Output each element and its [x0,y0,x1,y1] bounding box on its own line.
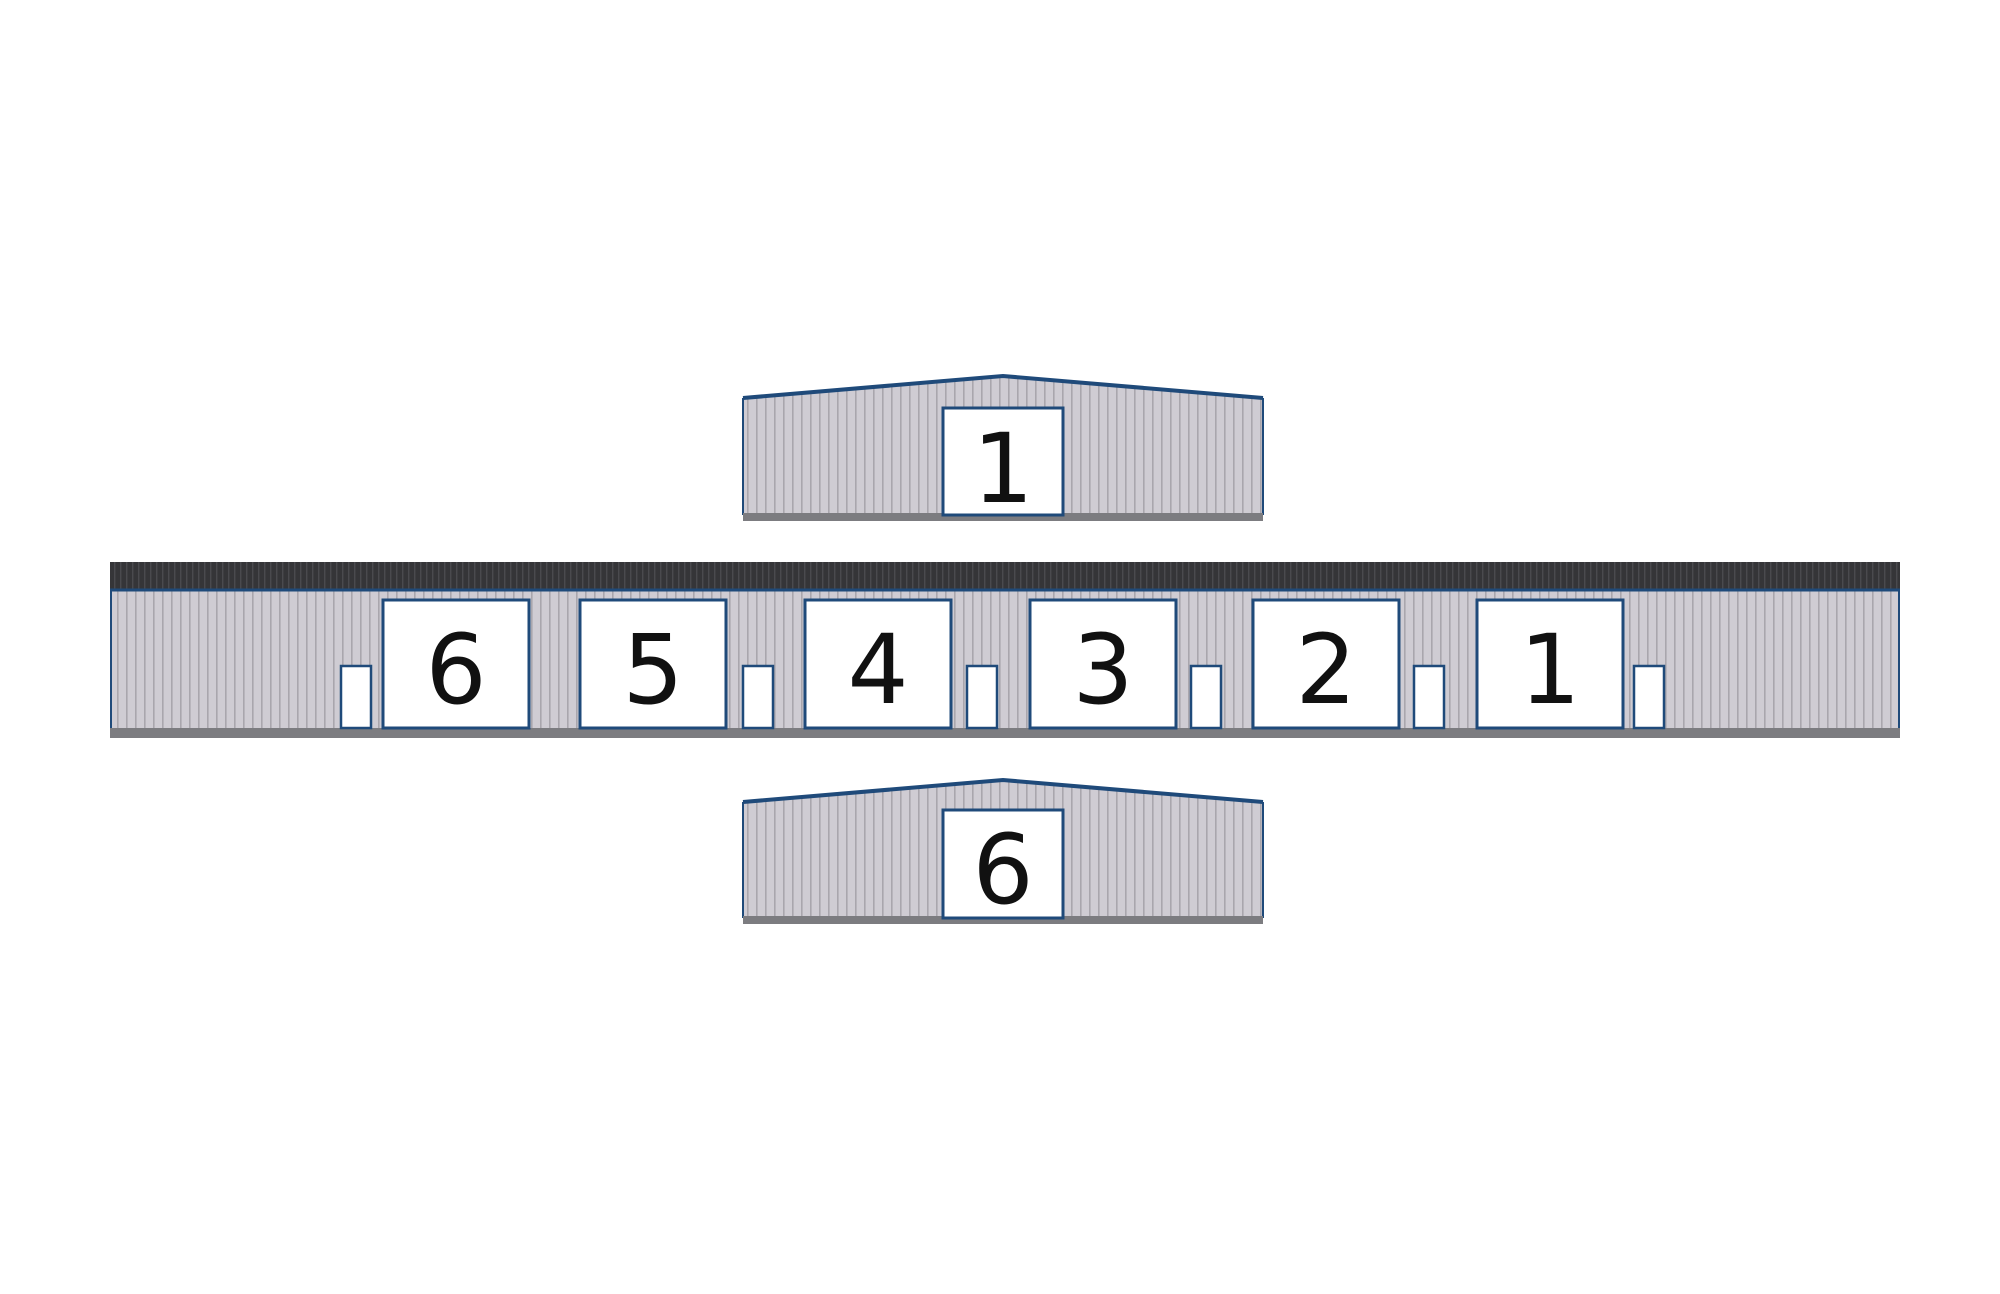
base-strip [743,513,1263,521]
gable-trim [742,777,1264,804]
overhead-door-2: 5 [578,598,728,730]
walk-door [1189,664,1223,730]
bay-doors: 6 5 4 3 2 1 [381,598,1625,730]
door-number: 3 [1072,614,1133,726]
overhead-door-4: 3 [1028,598,1178,730]
walk-doors [339,664,1666,730]
end-elevation-bottom: 6 [742,777,1264,926]
base-strip [110,728,1900,738]
door-panel [578,598,728,730]
gable-trim [742,373,1264,400]
door-number: 6 [425,614,486,726]
door-number: 2 [1295,614,1356,726]
side-wall [110,590,1900,728]
walk-door [1632,664,1666,730]
roof-fascia [110,562,1900,590]
door-number: 6 [972,814,1033,926]
door-panel [803,598,953,730]
overhead-door: 6 [941,808,1065,926]
door-number: 4 [847,614,908,726]
door-number: 1 [1519,614,1580,726]
side-elevation: 6 5 4 3 2 1 [110,562,1900,738]
overhead-door: 1 [941,406,1065,525]
door-panel [1028,598,1178,730]
overhead-door-6: 1 [1475,598,1625,730]
walk-door [965,664,999,730]
door-panel [1251,598,1401,730]
overhead-door-3: 4 [803,598,953,730]
door-panel [1475,598,1625,730]
door-number: 1 [972,413,1033,525]
walk-door [741,664,775,730]
base-strip [743,916,1263,924]
door-panel [381,598,531,730]
walk-door [1412,664,1446,730]
overhead-door-5: 2 [1251,598,1401,730]
door-number: 5 [622,614,683,726]
walk-door [339,664,373,730]
overhead-door-1: 6 [381,598,531,730]
end-elevation-top: 1 [742,373,1264,525]
